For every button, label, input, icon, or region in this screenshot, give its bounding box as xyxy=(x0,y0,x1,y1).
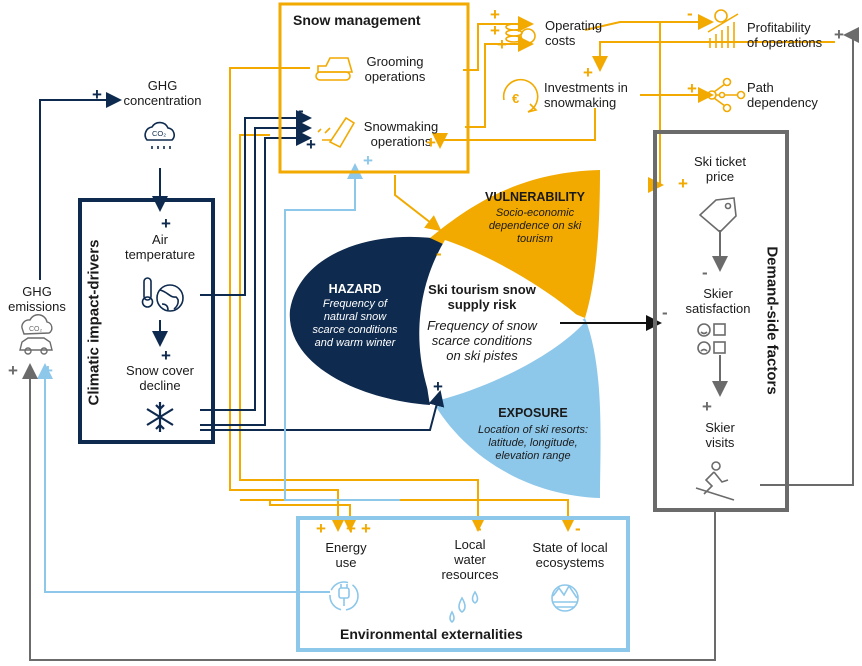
climatic-drivers-box xyxy=(78,198,215,444)
vulnerability-title: VULNERABILITY xyxy=(485,190,585,204)
euro-cycle-icon: € xyxy=(502,78,539,113)
water-drops-icon xyxy=(449,590,479,624)
vulnerability-petal xyxy=(430,170,600,318)
snowflake-icon xyxy=(146,402,174,432)
snow-management-title: Snow management xyxy=(293,12,421,28)
svg-text:CO₂: CO₂ xyxy=(152,129,166,138)
ecosystem-globe-icon xyxy=(551,584,579,612)
svg-text:CO₂: CO₂ xyxy=(29,326,43,333)
skier-icon xyxy=(695,461,735,501)
energy-plug-icon xyxy=(329,581,359,611)
hazard-petal xyxy=(289,236,445,405)
satisfaction-icon xyxy=(697,323,726,355)
snow-groomer-icon xyxy=(315,57,354,81)
co2-cloud-icon: CO₂ xyxy=(144,121,175,149)
demand-side-title: Demand-side factors xyxy=(763,246,781,395)
environment-box xyxy=(296,516,630,652)
price-tag-icon xyxy=(698,197,737,234)
demand-side-box xyxy=(653,130,789,512)
snow-cannon-icon xyxy=(317,116,356,149)
profit-chart-icon xyxy=(707,9,739,48)
path-network-icon xyxy=(707,77,746,113)
climatic-drivers-title: Climatic impact-drivers xyxy=(85,239,103,406)
svg-text:€: € xyxy=(512,91,519,106)
coins-icon xyxy=(505,23,536,44)
hazard-title: HAZARD xyxy=(328,282,382,296)
environment-title: Environmental externalities xyxy=(340,626,523,642)
exposure-body: Location of ski resorts:latitude, longit… xyxy=(477,424,589,462)
exposure-title: EXPOSURE xyxy=(498,406,568,420)
snow-management-box xyxy=(278,2,470,174)
risk-center xyxy=(419,240,585,402)
car-co2-icon: CO₂ xyxy=(19,314,53,355)
thermometer-globe-icon xyxy=(141,277,184,312)
exposure-petal xyxy=(432,318,601,498)
